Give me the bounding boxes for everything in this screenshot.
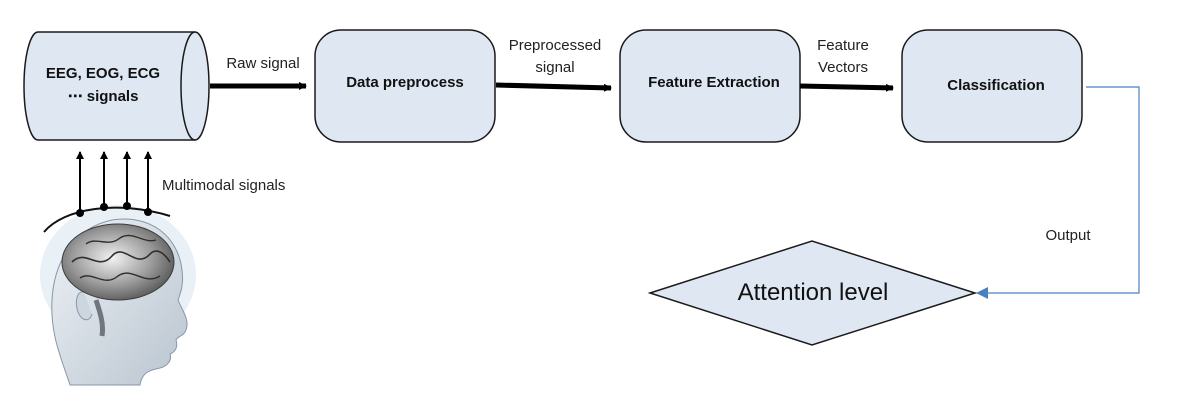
output-arrowhead (976, 287, 988, 299)
feature-extraction-label: Feature Extraction (648, 74, 780, 91)
attention-level-diamond: Attention level (647, 240, 978, 346)
feature-label-line2: Vectors (818, 59, 868, 76)
feature-label-line1: Feature (817, 37, 869, 54)
electrode-icon (123, 202, 131, 210)
source-label-line2: ⋯ signals (68, 88, 139, 105)
multimodal-signals-label: Multimodal signals (162, 177, 285, 194)
data-preprocess-label: Data preprocess (346, 74, 464, 91)
preprocessed-label-line2: signal (535, 59, 574, 76)
signal-source-cylinder: EEG, EOG, ECG ⋯ signals (23, 31, 210, 141)
raw-signal-label: Raw signal (226, 55, 299, 72)
electrode-arrows (76, 151, 152, 217)
head-with-brain-icon (40, 205, 196, 386)
output-label: Output (1045, 227, 1091, 244)
electrode-icon (100, 203, 108, 211)
data-preprocess-box: Data preprocess (314, 29, 496, 143)
attention-level-label: Attention level (738, 279, 889, 306)
electrode-icon (144, 208, 152, 216)
feature-extraction-box: Feature Extraction (619, 29, 801, 143)
classification-box: Classification (901, 29, 1083, 143)
preprocessed-signal-arrow (495, 82, 612, 92)
output-connector (986, 86, 1140, 294)
electrode-icon (76, 209, 84, 217)
feature-vectors-arrow (799, 83, 894, 92)
preprocessed-label-line1: Preprocessed (509, 37, 602, 54)
classification-label: Classification (947, 77, 1045, 94)
source-label-line1: EEG, EOG, ECG (46, 65, 160, 82)
